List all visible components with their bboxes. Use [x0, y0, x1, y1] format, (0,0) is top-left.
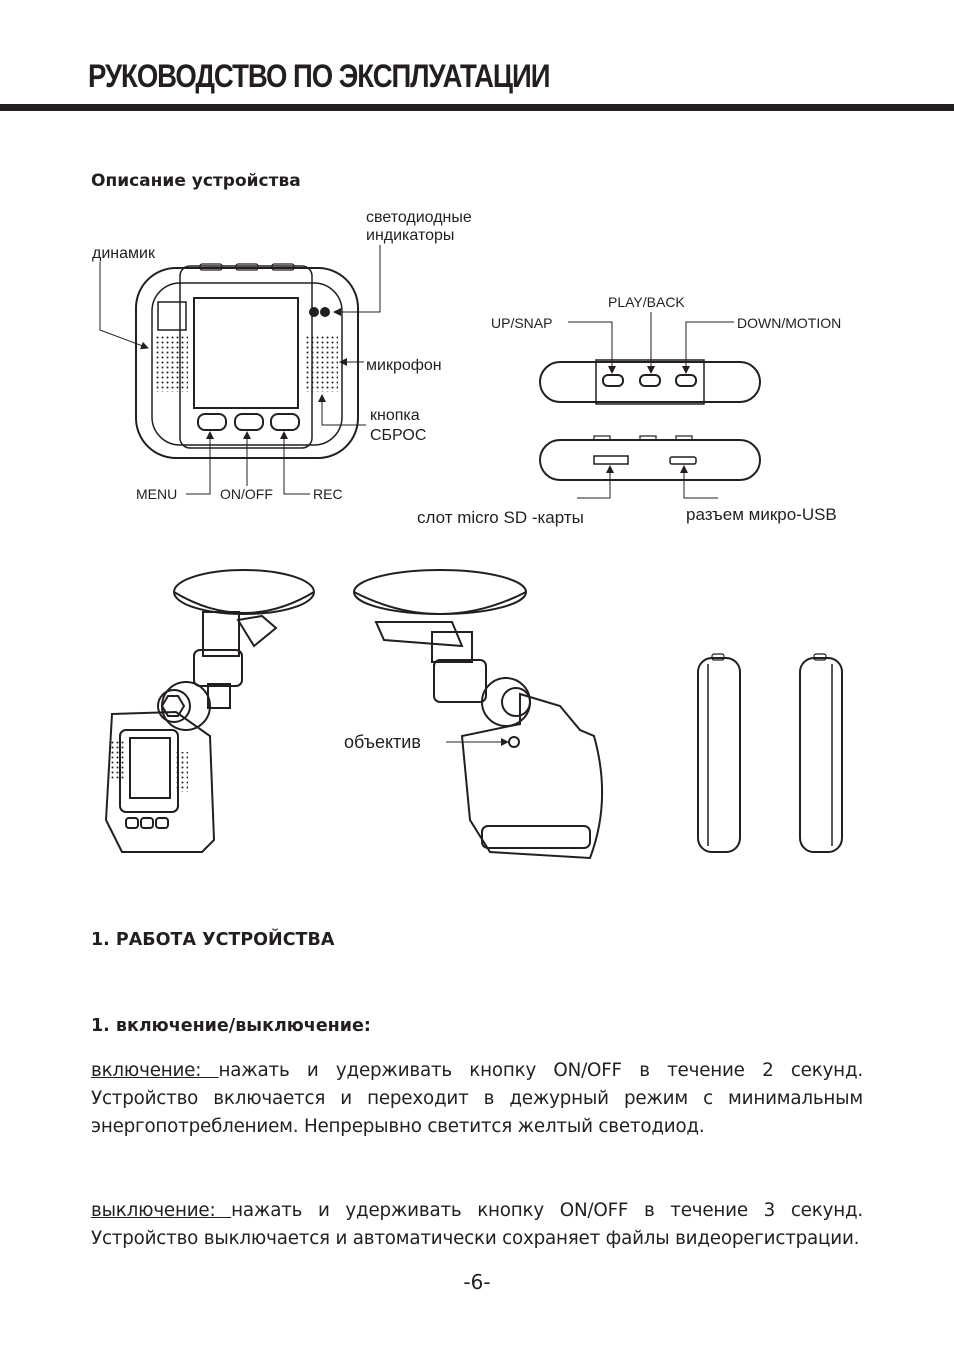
device-diagram: динамик светодиодные индикаторы микрофон…: [92, 209, 843, 860]
upsnap-button: [602, 374, 624, 387]
downmotion-label: DOWN/MOTION: [737, 315, 841, 331]
rec-label: REC: [313, 486, 343, 502]
usb-port: [669, 456, 697, 465]
sd-slot: [593, 455, 629, 465]
power-subheading: 1. включение/выключение:: [91, 1016, 371, 1036]
microphone-grille: [306, 336, 338, 392]
title-rule: [0, 104, 954, 111]
speaker-label: динамик: [92, 245, 156, 262]
playback-button: [639, 374, 661, 387]
power-off-lead: выключение:: [91, 1200, 232, 1221]
camera-mounted-back: [353, 569, 604, 860]
microphone-label: микрофон: [366, 357, 442, 374]
operation-heading: 1. РАБОТА УСТРОЙСТВА: [91, 930, 335, 950]
menu-button: [197, 413, 227, 431]
camera-side-view-left: [697, 653, 741, 853]
usb-port-label: разъем микро-USB: [686, 505, 837, 524]
upsnap-label: UP/SNAP: [491, 315, 552, 331]
downmotion-button: [675, 374, 697, 387]
camera-top-view: [539, 359, 761, 405]
camera-front-view: [135, 263, 359, 459]
power-on-lead: включение:: [91, 1060, 219, 1081]
page-number: -6-: [463, 1270, 491, 1294]
lens-label: объектив: [344, 732, 421, 752]
lens: [508, 736, 520, 748]
sd-slot-label: слот micro SD -карты: [417, 508, 584, 527]
power-off-text: нажать и удерживать кнопку ON/OFF в тече…: [91, 1200, 863, 1249]
power-on-text: нажать и удерживать кнопку ON/OFF в тече…: [91, 1060, 863, 1137]
device-description-heading: Описание устройства: [91, 171, 301, 191]
menu-label: MENU: [136, 486, 177, 502]
page-title: РУКОВОДСТВО ПО ЭКСПЛУАТАЦИИ: [88, 58, 551, 94]
leds-label-line1: светодиодные: [366, 209, 472, 226]
led-1: [309, 307, 319, 317]
reset-label-line1: кнопка: [370, 407, 420, 424]
power-off-paragraph: выключение: нажать и удерживать кнопку O…: [91, 1197, 863, 1253]
onoff-label: ON/OFF: [220, 486, 273, 502]
speaker-grille: [157, 301, 187, 331]
camera-mounted-front: [104, 569, 315, 853]
power-on-paragraph: включение: нажать и удерживать кнопку ON…: [91, 1057, 863, 1141]
camera-side-view-right: [799, 653, 843, 853]
playback-label: PLAY/BACK: [608, 294, 685, 310]
onoff-button: [234, 413, 264, 431]
camera-bottom-view: [539, 435, 761, 481]
reset-label-line2: СБРОС: [370, 427, 426, 444]
led-2: [320, 307, 330, 317]
leds-label-line2: индикаторы: [366, 227, 454, 244]
screen: [193, 297, 299, 409]
rec-button: [270, 413, 300, 431]
